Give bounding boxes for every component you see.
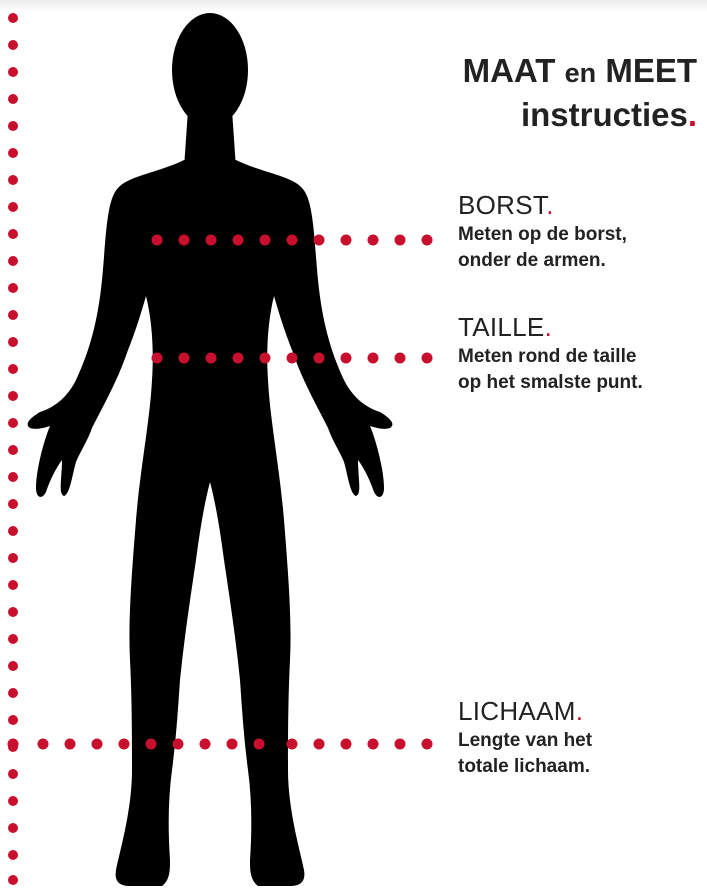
measure-body-title: LICHAAM. (458, 696, 592, 726)
measure-body-desc-line1: Lengte van het (458, 728, 592, 754)
measure-waist-desc-line1: Meten rond de taille (458, 344, 643, 370)
measure-chest-label: BORST (458, 190, 546, 220)
body-length-vertical-dots (8, 13, 18, 885)
measure-waist-label: TAILLE (458, 312, 545, 342)
title-connector: en (565, 58, 597, 88)
measure-waist-title: TAILLE. (458, 312, 643, 342)
measure-chest-title: BORST. (458, 190, 627, 220)
title-line-1: MAAT en MEET (463, 50, 697, 94)
measure-body-dot: . (576, 696, 584, 726)
title-accent-dot: . (688, 96, 697, 133)
body-length-dots (8, 739, 433, 750)
measure-waist-dot: . (545, 312, 553, 342)
measure-chest-desc-line2: onder de armen. (458, 248, 627, 274)
human-silhouette-icon (28, 13, 393, 886)
measure-body: LICHAAM. Lengte van het totale lichaam. (458, 696, 592, 780)
measure-chest-dot: . (546, 190, 554, 220)
measure-waist: TAILLE. Meten rond de taille op het smal… (458, 312, 643, 396)
measure-chest-description: Meten op de borst, onder de armen. (458, 222, 627, 274)
measure-waist-desc-line2: op het smalste punt. (458, 370, 643, 396)
measure-chest-desc-line1: Meten op de borst, (458, 222, 627, 248)
title-word-maat: MAAT (463, 52, 556, 89)
page-title: MAAT en MEET instructies. (463, 50, 697, 136)
measure-body-label: LICHAAM (458, 696, 576, 726)
title-line-2: instructies. (463, 94, 697, 136)
title-word-meet: MEET (605, 52, 697, 89)
title-instructies: instructies (521, 96, 688, 133)
measure-chest: BORST. Meten op de borst, onder de armen… (458, 190, 627, 274)
measure-body-description: Lengte van het totale lichaam. (458, 728, 592, 780)
measure-body-desc-line2: totale lichaam. (458, 754, 592, 780)
measure-waist-description: Meten rond de taille op het smalste punt… (458, 344, 643, 396)
